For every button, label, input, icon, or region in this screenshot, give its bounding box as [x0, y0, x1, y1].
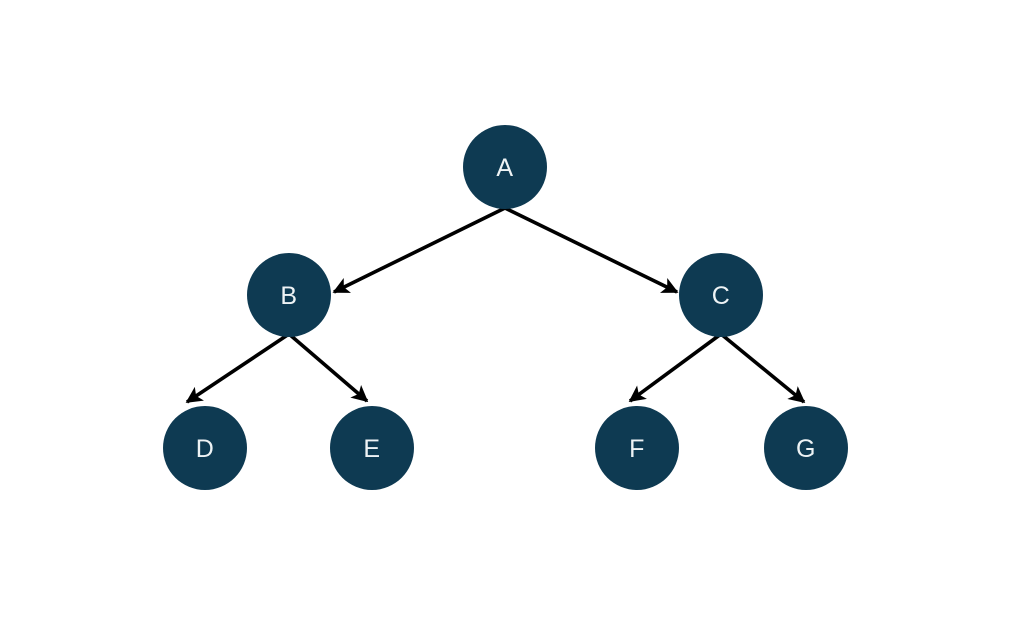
edge-C-G: [719, 332, 806, 404]
node-circle-G: [764, 406, 848, 490]
node-B: B: [247, 253, 331, 337]
edge-A-B: [332, 206, 506, 294]
node-C: C: [679, 253, 763, 337]
edge-B-E: [287, 332, 369, 403]
node-A: A: [463, 125, 547, 209]
node-F: F: [595, 406, 679, 490]
node-D: D: [163, 406, 247, 490]
edge-B-D: [185, 332, 290, 404]
edges-layer: [185, 206, 806, 404]
edge-A-C: [504, 206, 679, 294]
node-circle-D: [163, 406, 247, 490]
node-G: G: [764, 406, 848, 490]
edge-C-F: [628, 332, 723, 403]
node-circle-C: [679, 253, 763, 337]
node-circle-E: [330, 406, 414, 490]
node-circle-A: [463, 125, 547, 209]
node-circle-B: [247, 253, 331, 337]
node-E: E: [330, 406, 414, 490]
node-circle-F: [595, 406, 679, 490]
